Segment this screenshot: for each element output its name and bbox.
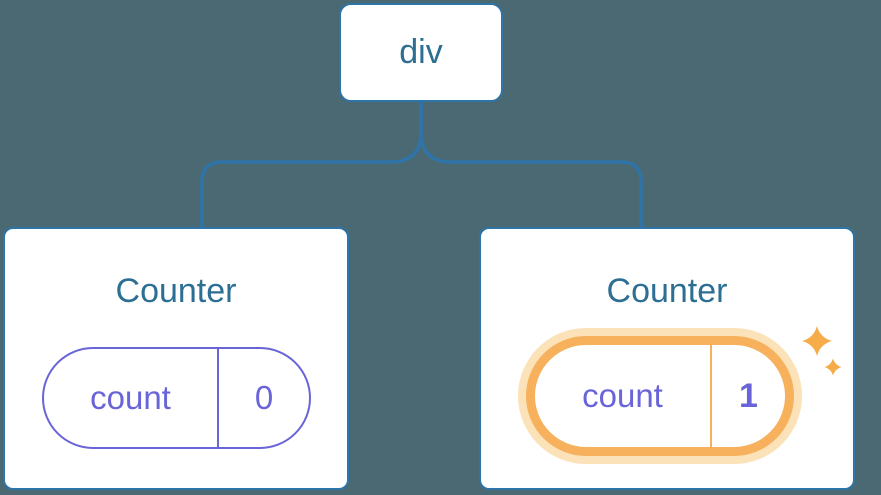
state-name: count bbox=[582, 377, 663, 414]
sparkles-icon bbox=[802, 326, 842, 376]
connector-right-branch bbox=[419, 102, 643, 227]
state-value: 0 bbox=[254, 379, 274, 416]
connector-left-branch bbox=[200, 102, 423, 227]
state-value: 1 bbox=[739, 376, 758, 415]
counter-card-1: Counter count 1 bbox=[479, 227, 855, 490]
state-name: count bbox=[90, 379, 171, 416]
pill-divider bbox=[710, 345, 712, 447]
component-title: Counter bbox=[606, 272, 728, 310]
tree-node-div: div bbox=[339, 3, 503, 102]
pill-divider bbox=[217, 349, 219, 447]
component-title: Counter bbox=[115, 272, 237, 310]
sparkle-icon-small bbox=[824, 358, 842, 376]
counter-card-0: Counter count 0 bbox=[3, 227, 349, 490]
state-pill: count 0 bbox=[42, 347, 311, 449]
sparkle-icon-large bbox=[802, 326, 832, 356]
state-pill-highlighted: count 1 bbox=[526, 336, 794, 456]
tree-node-div-label: div bbox=[399, 33, 443, 71]
